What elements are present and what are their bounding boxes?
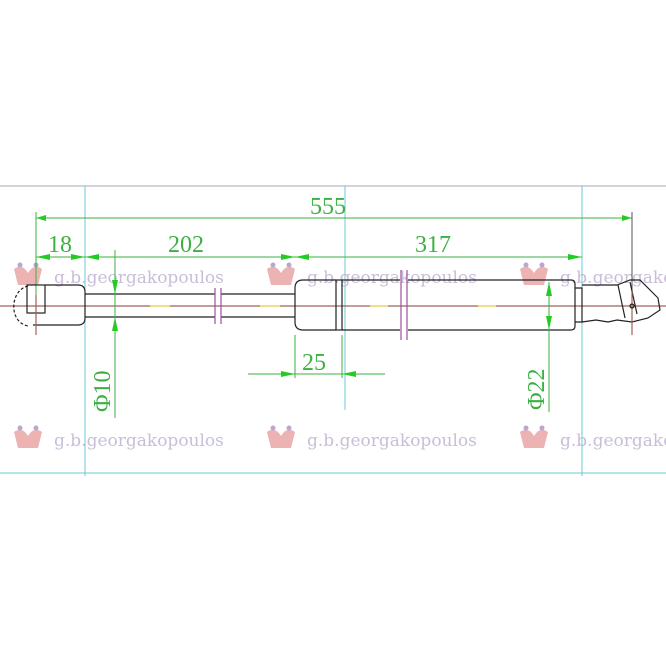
watermark-logo-icon [14, 262, 42, 285]
cylinder-body [294, 270, 576, 340]
dimension-arrows [36, 254, 582, 260]
watermark-text: g.b.georgakopoulos [307, 431, 477, 451]
dimension-overall-label: 555 [310, 194, 346, 220]
watermark-logo-icon [267, 425, 295, 448]
watermark-logo-icon [520, 425, 548, 448]
dimension-arrows [112, 280, 118, 331]
watermark-text: g.b.georgakopoulos [54, 431, 224, 451]
watermark-text: g.b.georgakopoulos [307, 268, 477, 288]
right-end-fitting [575, 279, 661, 335]
watermark-text: g.b.georgakopoulos [560, 431, 666, 451]
dimension-arrows [546, 282, 552, 330]
dimension-body-label: 317 [415, 232, 451, 258]
piston-rod [85, 288, 295, 324]
watermark-text: g.b.georgakopoulos [54, 268, 224, 288]
dimension-body-diameter-label: Φ22 [524, 368, 550, 410]
watermark-text: g.b.georgakopoulos [560, 268, 666, 288]
watermark-logo-icon [267, 262, 295, 285]
watermark-logo-icon [520, 262, 548, 285]
watermark-logo-icon [14, 425, 42, 448]
watermark-group: g.b.georgakopoulos g.b.georgakopoulos g.… [14, 262, 666, 451]
left-end-fitting [13, 284, 86, 335]
dimension-end-fitting-label: 18 [48, 232, 72, 258]
dimension-rod-label: 202 [168, 232, 204, 258]
dimension-rod-diameter-label: Φ10 [90, 370, 116, 412]
dimension-collar-label: 25 [302, 350, 326, 376]
